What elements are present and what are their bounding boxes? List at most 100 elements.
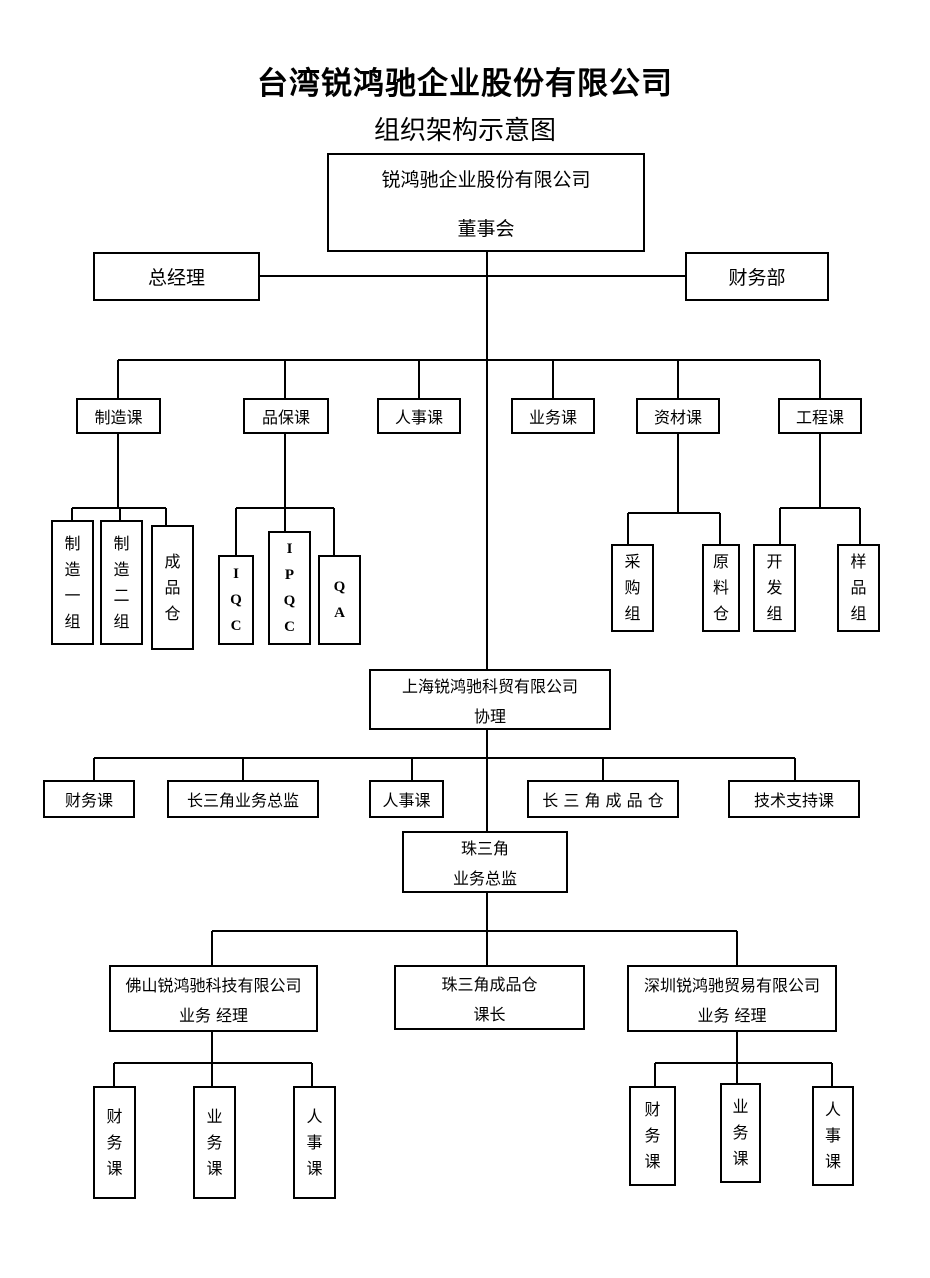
prd-role: 业务总监 [452, 869, 517, 888]
shenzhen-finance-char: 务 [644, 1126, 661, 1145]
foshan-company-node: 佛山锐鸿驰科技有限公司 业务 经理 [109, 965, 318, 1032]
ipqc-char: C [284, 619, 295, 635]
shanghai-hr-node: 人事课 [369, 780, 444, 818]
ipqc-char: I [286, 541, 293, 557]
iqc-char: I [233, 566, 239, 582]
mfg-group1-char: 组 [64, 611, 81, 631]
shenzhen-finance-char: 财 [644, 1100, 661, 1119]
raw-material-char: 仓 [712, 604, 729, 623]
finance-department-node: 财务部 [685, 252, 829, 301]
qa-char: A [334, 605, 345, 621]
board-company-name: 锐鸿驰企业股份有限公司 [381, 168, 591, 191]
raw-material-warehouse: 原 料 仓 [702, 544, 740, 632]
prd-name: 珠三角 [460, 839, 509, 858]
fg-warehouse-char: 仓 [164, 603, 181, 623]
manufacturing-group-2: 制 造 二 组 [100, 520, 143, 645]
foshan-hr-char: 事 [306, 1132, 323, 1152]
foshan-sales-char: 课 [206, 1158, 223, 1178]
page-subtitle: 组织架构示意图 [373, 116, 556, 146]
development-char: 组 [766, 604, 783, 623]
section-engineering: 工程课 [778, 398, 862, 434]
purchasing-char: 采 [624, 552, 641, 571]
development-group: 开 发 组 [753, 544, 796, 632]
section-materials: 资材课 [636, 398, 720, 434]
board-of-directors-node: 锐鸿驰企业股份有限公司 董事会 [327, 153, 645, 252]
foshan-finance-char: 务 [106, 1132, 123, 1152]
shenzhen-company-node: 深圳锐鸿驰贸易有限公司 业务 经理 [627, 965, 837, 1032]
iqc-node: I Q C [218, 555, 254, 645]
shanghai-role: 协理 [473, 706, 506, 726]
foshan-finance-char: 课 [106, 1158, 123, 1178]
mfg-group2-char: 制 [113, 533, 130, 553]
shanghai-finance-node: 财务课 [43, 780, 135, 818]
qa-char: Q [333, 579, 346, 595]
fg-warehouse-char: 成 [164, 551, 181, 571]
shenzhen-finance-char: 课 [644, 1152, 661, 1171]
prd-sales-director-node: 珠三角 业务总监 [402, 831, 568, 893]
general-manager-node: 总经理 [93, 252, 260, 301]
iqc-char: Q [230, 592, 242, 608]
shenzhen-hr-char: 课 [824, 1152, 841, 1171]
shenzhen-sales-char: 课 [732, 1149, 749, 1168]
finished-goods-warehouse: 成 品 仓 [151, 525, 194, 650]
purchasing-char: 购 [624, 578, 641, 597]
shenzhen-sales-char: 务 [732, 1123, 749, 1142]
section-quality: 品保课 [243, 398, 329, 434]
shenzhen-hr-char: 人 [824, 1100, 841, 1119]
shenzhen-sales-node: 业 务 课 [720, 1083, 761, 1183]
foshan-sales-char: 务 [206, 1132, 223, 1152]
sample-char: 品 [850, 578, 867, 597]
shenzhen-name: 深圳锐鸿驰贸易有限公司 [643, 975, 820, 995]
yangtze-sales-director-node: 长三角业务总监 [167, 780, 319, 818]
mfg-group1-char: 一 [64, 585, 81, 605]
section-manufacturing: 制造课 [76, 398, 161, 434]
mfg-group1-char: 制 [64, 533, 81, 553]
mfg-group2-char: 组 [113, 611, 130, 631]
foshan-sales-char: 业 [206, 1106, 223, 1126]
qa-node: Q A [318, 555, 361, 645]
page-title: 台湾锐鸿驰企业股份有限公司 [257, 66, 673, 102]
sample-char: 组 [850, 604, 867, 623]
sample-char: 样 [850, 552, 867, 571]
mfg-group1-char: 造 [64, 559, 81, 579]
shenzhen-finance-node: 财 务 课 [629, 1086, 676, 1186]
sample-group: 样 品 组 [837, 544, 880, 632]
shenzhen-hr-char: 事 [824, 1126, 841, 1145]
ipqc-char: P [284, 567, 295, 583]
shanghai-company-node: 上海锐鸿驰科贸有限公司 协理 [369, 669, 611, 730]
board-label: 董事会 [457, 217, 515, 240]
prd-warehouse-name: 珠三角成品仓 [441, 974, 538, 994]
ipqc-char: Q [283, 593, 296, 609]
mfg-group2-char: 二 [113, 585, 130, 605]
tech-support-node: 技术支持课 [728, 780, 860, 818]
foshan-hr-node: 人 事 课 [293, 1086, 336, 1199]
section-sales: 业务课 [511, 398, 595, 434]
section-hr: 人事课 [377, 398, 461, 434]
development-char: 开 [766, 552, 783, 571]
prd-warehouse-role: 课长 [473, 1004, 506, 1024]
shenzhen-hr-node: 人 事 课 [812, 1086, 854, 1186]
manufacturing-group-1: 制 造 一 组 [51, 520, 94, 645]
foshan-role: 业务 经理 [178, 1005, 249, 1025]
foshan-hr-char: 人 [306, 1106, 323, 1126]
raw-material-char: 料 [712, 578, 729, 597]
raw-material-char: 原 [712, 552, 729, 571]
ipqc-node: I P Q C [268, 531, 311, 645]
fg-warehouse-char: 品 [164, 577, 181, 597]
foshan-hr-char: 课 [306, 1158, 323, 1178]
purchasing-char: 组 [624, 604, 641, 623]
foshan-finance-node: 财 务 课 [93, 1086, 136, 1199]
foshan-name: 佛山锐鸿驰科技有限公司 [125, 975, 302, 995]
foshan-finance-char: 财 [106, 1106, 123, 1126]
shenzhen-sales-char: 业 [732, 1097, 749, 1116]
iqc-char: C [230, 618, 242, 634]
development-char: 发 [766, 578, 783, 597]
yangtze-fg-warehouse-node: 长 三 角 成 品 仓 [527, 780, 679, 818]
mfg-group2-char: 造 [113, 559, 130, 579]
shenzhen-role: 业务 经理 [697, 1005, 767, 1025]
purchasing-group: 采 购 组 [611, 544, 654, 632]
shanghai-company-name: 上海锐鸿驰科贸有限公司 [401, 676, 578, 696]
foshan-sales-node: 业 务 课 [193, 1086, 236, 1199]
prd-fg-warehouse-node: 珠三角成品仓 课长 [394, 965, 585, 1030]
